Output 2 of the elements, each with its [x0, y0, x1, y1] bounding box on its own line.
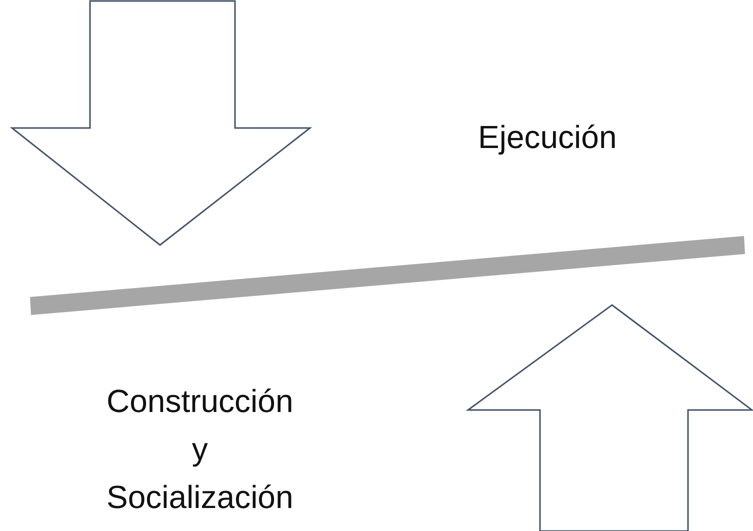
- phase-label: Ejecución: [478, 118, 617, 157]
- phase-label: Construcción y Socialización: [106, 382, 294, 517]
